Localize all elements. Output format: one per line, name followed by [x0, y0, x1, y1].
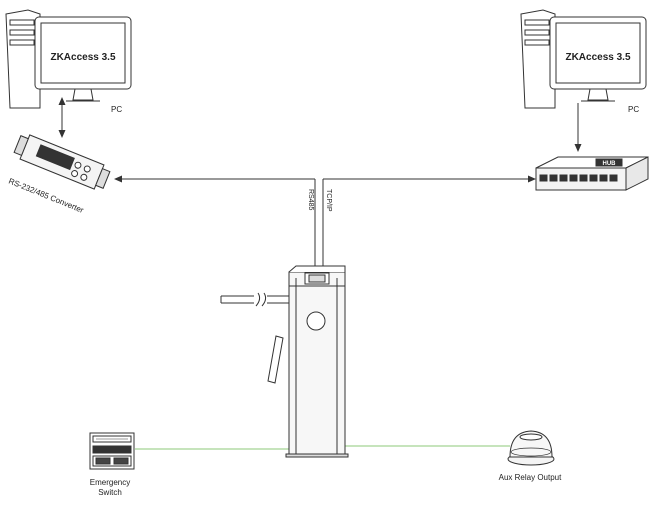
monitor-stand: [587, 88, 609, 101]
db9-connector: [13, 135, 29, 157]
tripod-turnstile: [220, 265, 349, 458]
ethernet-port-icon: [589, 174, 598, 182]
ethernet-port-icon: [539, 174, 548, 182]
drive-bay: [9, 19, 35, 26]
turnstile-arm: [220, 295, 254, 304]
screw-icon: [74, 161, 82, 169]
screw-icon: [80, 173, 88, 181]
turnstile-rotor: [306, 311, 326, 331]
hub-label: HUB: [603, 161, 617, 167]
drive-bay: [524, 39, 550, 46]
turnstile-arm: [267, 295, 289, 304]
ethernet-port-icon: [549, 174, 558, 182]
ethernet-port-icon: [569, 174, 578, 182]
turnstile-display-screen: [308, 274, 326, 283]
arrow-down-icon: [58, 130, 66, 138]
network-hub: [535, 156, 649, 191]
screw-icon: [71, 170, 79, 178]
arrow-up-icon: [58, 97, 66, 105]
right-monitor-title: ZKAccess 3.5: [565, 52, 630, 63]
right-pc-label: PC: [628, 105, 639, 114]
turnstile-base: [285, 453, 349, 458]
monitor-screen: [40, 22, 126, 84]
ethernet-port-icon: [579, 174, 588, 182]
rs485-label: RS485: [307, 189, 314, 211]
alarm-top: [519, 433, 543, 441]
rs232-485-converter: [13, 134, 111, 190]
arrow-left-icon: [114, 175, 122, 183]
arrow-heads: [58, 97, 582, 183]
switch-button: [95, 457, 111, 465]
monitor-screen: [555, 22, 641, 84]
emergency-switch-label-line1: Emergency: [90, 478, 130, 487]
converter-label-plate: [35, 144, 75, 171]
right-pc: [520, 9, 647, 109]
converter-label: RS-232/485 Converter: [7, 177, 85, 215]
drive-bay: [9, 29, 35, 36]
emergency-switch: [89, 432, 135, 470]
ethernet-port-icon: [599, 174, 608, 182]
terminal-block: [95, 167, 111, 189]
aux-relay-label: Aux Relay Output: [499, 473, 562, 482]
left-monitor-title: ZKAccess 3.5: [50, 52, 115, 63]
monitor-stand: [72, 88, 94, 101]
screw-icon: [83, 165, 91, 173]
switch-button: [113, 457, 129, 465]
green-wires: [135, 445, 510, 450]
arrow-right-icon: [528, 175, 536, 183]
drive-bay: [524, 19, 550, 26]
left-pc: [5, 9, 132, 109]
arm-break-icon: [255, 292, 267, 307]
drive-bay: [524, 29, 550, 36]
drive-bay: [9, 39, 35, 46]
alarm-rim: [510, 447, 552, 457]
ethernet-port-icon: [559, 174, 568, 182]
left-pc-label: PC: [111, 105, 122, 114]
switch-button-area: [92, 455, 132, 467]
hub-label-plate: [595, 158, 623, 167]
connection-lines: [61, 100, 579, 272]
turnstile-lower-arm: [267, 335, 284, 384]
tcpip-label: TCP/IP: [325, 189, 332, 212]
turnstile-top: [288, 265, 346, 273]
arrow-down-icon: [574, 144, 582, 152]
emergency-switch-label-line2: Switch: [98, 488, 122, 497]
aux-relay-device: [507, 430, 555, 466]
ethernet-port-icon: [609, 174, 618, 182]
hub-side: [625, 156, 649, 191]
switch-dark-band: [92, 445, 132, 454]
